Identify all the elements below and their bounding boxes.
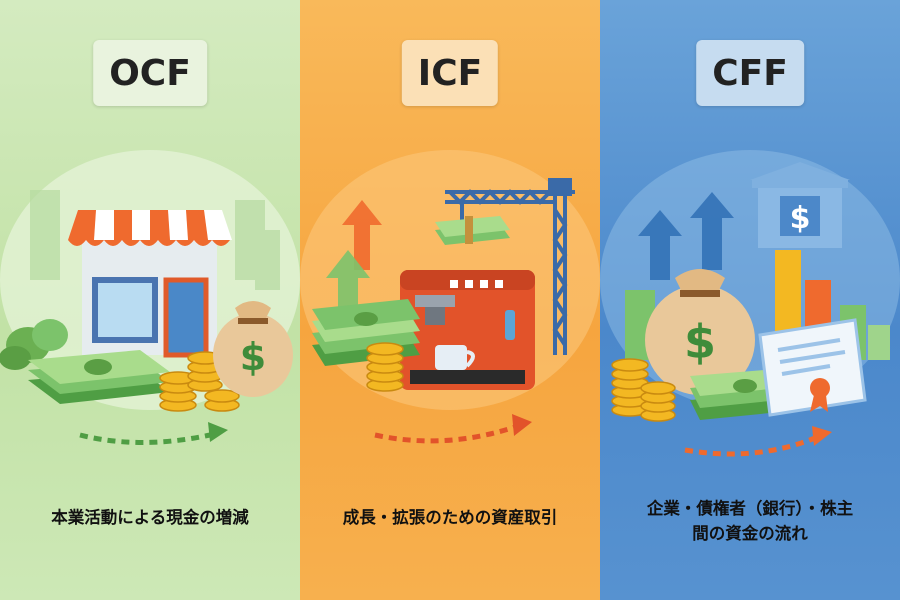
coin-stack-icon (159, 351, 240, 412)
icf-title: ICF (401, 40, 499, 106)
panel-ocf: OCF (0, 0, 300, 600)
svg-text:$: $ (684, 315, 716, 369)
crane-icon (445, 178, 575, 355)
coin-stack-icon (611, 358, 676, 422)
cff-description: 企業・債権者（銀行）・株主 間の資金の流れ (600, 496, 900, 546)
arrow-right-icon (684, 426, 832, 457)
arrow-right-icon (374, 414, 532, 444)
coffee-machine-icon (400, 270, 535, 390)
cff-description-line1: 企業・債権者（銀行）・株主 (646, 499, 854, 518)
cup-icon (435, 345, 475, 370)
store-icon (68, 210, 232, 358)
cff-illustration: $ $ (600, 150, 900, 457)
cash-stack-icon (28, 350, 170, 404)
coin-stack-icon (366, 342, 404, 392)
money-bag-icon: $ (645, 269, 755, 395)
panel-cff: CFF $ (600, 0, 900, 600)
ocf-illustration: $ (0, 150, 300, 445)
cash-bundle-icon (435, 216, 510, 245)
ocf-description: 本業活動による現金の増減 (51, 508, 249, 527)
arrow-right-icon (79, 422, 228, 445)
arrow-up-icon (638, 192, 734, 280)
icf-description: 成長・拡張のための資産取引 (342, 508, 558, 527)
icf-illustration (300, 150, 600, 444)
bank-icon: $ (750, 162, 850, 248)
money-bag-icon: $ (213, 301, 293, 397)
panel-icf: ICF (300, 0, 600, 600)
cash-stack-icon (312, 299, 420, 366)
ocf-title: OCF (93, 40, 207, 106)
certificate-icon (758, 318, 867, 417)
cff-description-line2: 間の資金の流れ (692, 524, 808, 543)
bush-icon (0, 319, 68, 370)
arrow-up-icon (326, 200, 382, 330)
svg-text:$: $ (790, 201, 811, 236)
svg-text:$: $ (240, 335, 266, 379)
cff-title: CFF (696, 40, 804, 106)
